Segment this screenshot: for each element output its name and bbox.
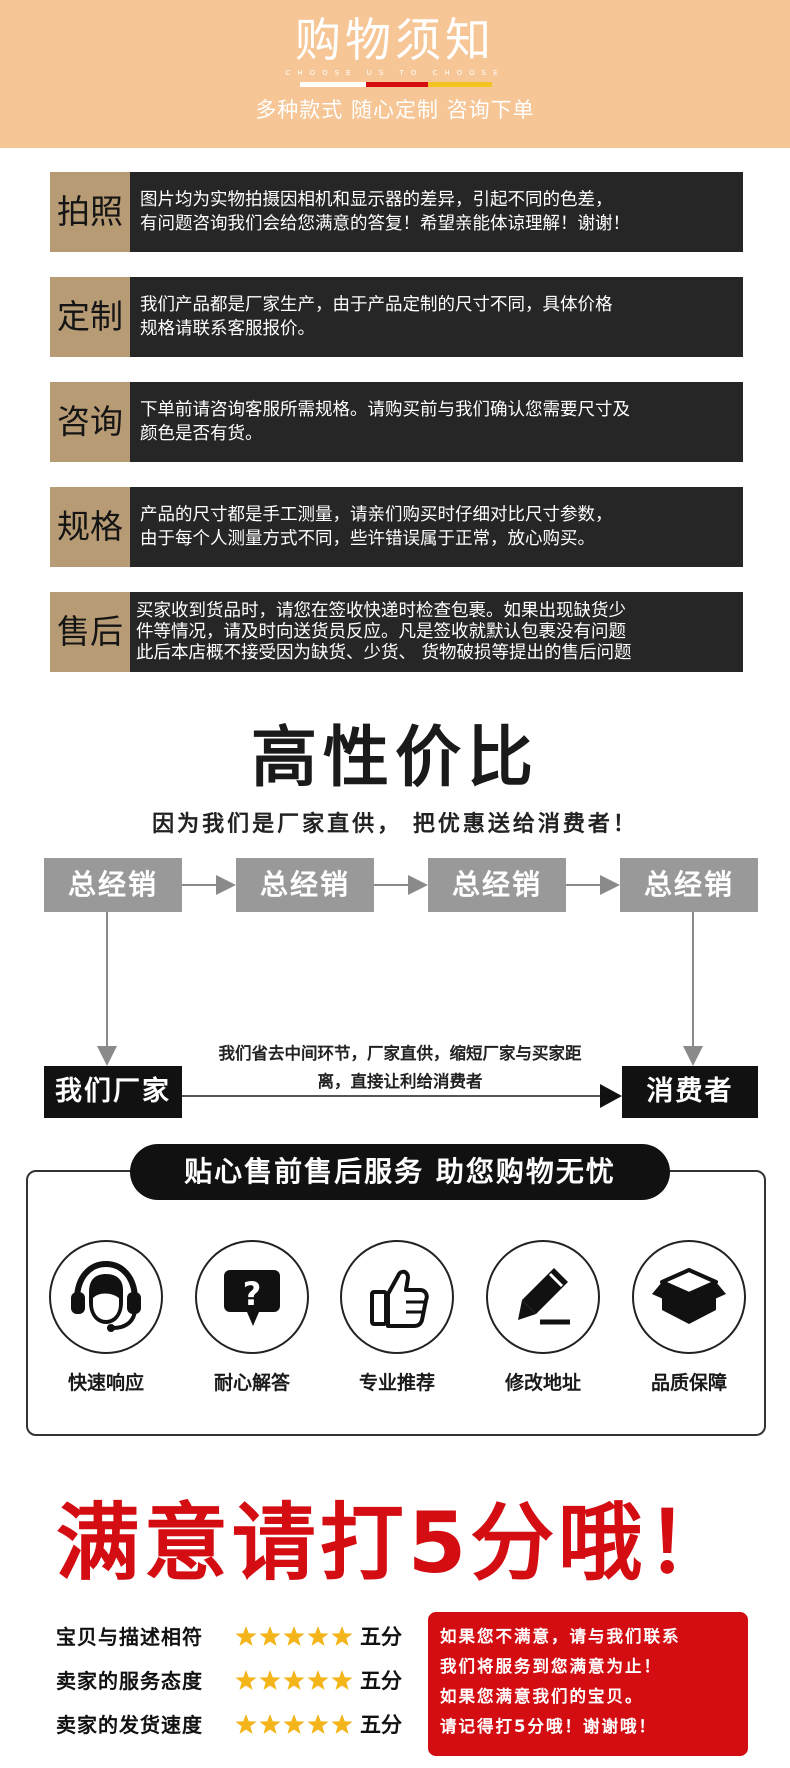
star-rating-icon — [234, 1712, 356, 1742]
notice-line: 由于每个人测量方式不同，些许错误属于正常，放心购买。 — [140, 529, 595, 549]
rating-score: 五分 — [360, 1669, 402, 1693]
rating-message-line: 如果您不满意，请与我们联系 — [440, 1627, 681, 1646]
notice-label: 咨询 — [50, 382, 130, 462]
star-icon — [331, 1626, 353, 1646]
rating-label: 宝贝与描述相符 — [56, 1625, 203, 1649]
star-rating-icon — [234, 1624, 356, 1654]
notice-line: 有问题咨询我们会给您满意的答复！希望亲能体谅理解！谢谢！ — [140, 214, 630, 234]
star-icon — [259, 1670, 281, 1690]
notice-text: 产品的尺寸都是手工测量，请亲们购买时仔细对比尺寸参数， 由于每个人测量方式不同，… — [130, 487, 743, 567]
star-icon — [307, 1626, 329, 1646]
notice-label: 定制 — [50, 277, 130, 357]
flow-note: 我们省去中间环节，厂家直供，缩短厂家与买家距 离，直接让利给消费者 — [190, 1040, 610, 1096]
flow-connectors — [97, 875, 703, 1108]
flow-box: 总经销 — [236, 858, 374, 912]
notice-text: 我们产品都是厂家生产，由于产品定制的尺寸不同，具体价格 规格请联系客服报价。 — [130, 277, 743, 357]
notice-row-spec: 规格 产品的尺寸都是手工测量，请亲们购买时仔细对比尺寸参数， 由于每个人测量方式… — [50, 487, 743, 567]
rating-message-line: 请记得打5分哦！谢谢哦！ — [440, 1717, 657, 1736]
notice-text: 下单前请咨询客服所需规格。请购买前与我们确认您需要尺寸及 颜色是否有货。 — [130, 382, 743, 462]
flow-box: 总经销 — [428, 858, 566, 912]
factory-box: 我们厂家 — [44, 1066, 182, 1118]
value-subtitle: 因为我们是厂家直供， 把优惠送给消费者！ — [152, 812, 638, 837]
notice-line: 下单前请咨询客服所需规格。请购买前与我们确认您需要尺寸及 — [140, 400, 630, 420]
notice-line: 买家收到货品时，请您在签收快递时检查包裹。如果出现缺货少 — [136, 600, 626, 621]
service-label: 修改地址 — [504, 1372, 581, 1394]
rating-message-line: 我们将服务到您满意为止！ — [440, 1657, 662, 1676]
rating-row: 卖家的发货速度 五分 — [56, 1708, 426, 1742]
flow-note-line: 离，直接让利给消费者 — [317, 1072, 483, 1091]
service-title: 贴心售前售后服务 助您购物无忧 — [130, 1144, 670, 1200]
notice-row-aftersale: 售后 买家收到货品时，请您在签收快递时检查包裹。如果出现缺货少 件等情况，请及时… — [50, 592, 743, 672]
notice-row-consult: 咨询 下单前请咨询客服所需规格。请购买前与我们确认您需要尺寸及 颜色是否有货。 — [50, 382, 743, 462]
header-subtitle: 多种款式 随心定制 咨询下单 — [255, 98, 535, 122]
notice-text: 买家收到货品时，请您在签收快递时检查包裹。如果出现缺货少 件等情况，请及时向送货… — [130, 592, 743, 672]
star-icon — [235, 1626, 257, 1646]
question-bubble-icon: ? — [195, 1240, 309, 1354]
rating-row: 卖家的服务态度 五分 — [56, 1664, 426, 1698]
star-icon — [307, 1670, 329, 1690]
star-icon — [283, 1626, 305, 1646]
notice-row-photo: 拍照 图片均为实物拍摄因相机和显示器的差异，引起不同的色差， 有问题咨询我们会给… — [50, 172, 743, 252]
service-label: 快速响应 — [67, 1372, 144, 1394]
rating-label: 卖家的服务态度 — [56, 1669, 203, 1693]
header-bar-red — [366, 82, 428, 87]
svg-text:?: ? — [243, 1275, 262, 1313]
service-label: 耐心解答 — [213, 1372, 290, 1394]
star-icon — [259, 1714, 281, 1734]
star-icon — [307, 1714, 329, 1734]
star-rating-icon — [234, 1668, 356, 1698]
rating-message-line: 如果您满意我们的宝贝。 — [440, 1687, 644, 1706]
header-small-text: CHOOSE US TO CHOOSE — [285, 69, 505, 77]
header-bar-white — [300, 82, 366, 87]
star-icon — [259, 1626, 281, 1646]
header-bar-yellow — [428, 82, 492, 87]
star-icon — [235, 1670, 257, 1690]
thumbs-up-icon — [340, 1240, 454, 1354]
notice-label: 售后 — [50, 592, 130, 672]
notice-line: 规格请联系客服报价。 — [140, 319, 315, 339]
rating-message-box: 如果您不满意，请与我们联系 我们将服务到您满意为止！ 如果您满意我们的宝贝。 请… — [428, 1612, 748, 1756]
notice-line: 件等情况，请及时向送货员反应。凡是签收就默认包裹没有问题 — [136, 621, 626, 642]
notice-line: 产品的尺寸都是手工测量，请亲们购买时仔细对比尺寸参数， — [140, 505, 613, 525]
flow-box: 总经销 — [44, 858, 182, 912]
rating-score: 五分 — [360, 1713, 402, 1737]
star-icon — [283, 1670, 305, 1690]
notice-line: 图片均为实物拍摄因相机和显示器的差异，引起不同的色差， — [140, 190, 613, 210]
value-title: 高性价比 — [251, 719, 539, 796]
star-icon — [235, 1714, 257, 1734]
star-icon — [331, 1670, 353, 1690]
rating-score: 五分 — [360, 1625, 402, 1649]
rating-title: 满意请打5分哦！ — [55, 1494, 735, 1592]
service-label: 品质保障 — [650, 1372, 727, 1394]
notice-row-custom: 定制 我们产品都是厂家生产，由于产品定制的尺寸不同，具体价格 规格请联系客服报价… — [50, 277, 743, 357]
rating-label: 卖家的发货速度 — [56, 1713, 203, 1737]
star-icon — [283, 1714, 305, 1734]
notice-line: 此后本店概不接受因为缺货、少货、 货物破损等提出的售后问题 — [136, 642, 632, 663]
notice-label: 拍照 — [50, 172, 130, 252]
notice-line: 我们产品都是厂家生产，由于产品定制的尺寸不同，具体价格 — [140, 295, 613, 315]
notice-line: 颜色是否有货。 — [140, 424, 263, 444]
notice-label: 规格 — [50, 487, 130, 567]
header-banner — [0, 0, 790, 148]
pencil-icon — [486, 1240, 600, 1354]
headset-icon — [49, 1240, 163, 1354]
flow-note-line: 我们省去中间环节，厂家直供，缩短厂家与买家距 — [218, 1044, 582, 1063]
flow-box: 总经销 — [620, 858, 758, 912]
notice-text: 图片均为实物拍摄因相机和显示器的差异，引起不同的色差， 有问题咨询我们会给您满意… — [130, 172, 743, 252]
star-icon — [331, 1714, 353, 1734]
consumer-box: 消费者 — [622, 1066, 758, 1118]
header-title: 购物须知 — [295, 13, 495, 67]
rating-row: 宝贝与描述相符 五分 — [56, 1620, 426, 1654]
service-label: 专业推荐 — [358, 1372, 435, 1394]
box-icon — [632, 1240, 746, 1354]
flow-arrow-head — [600, 1084, 622, 1108]
